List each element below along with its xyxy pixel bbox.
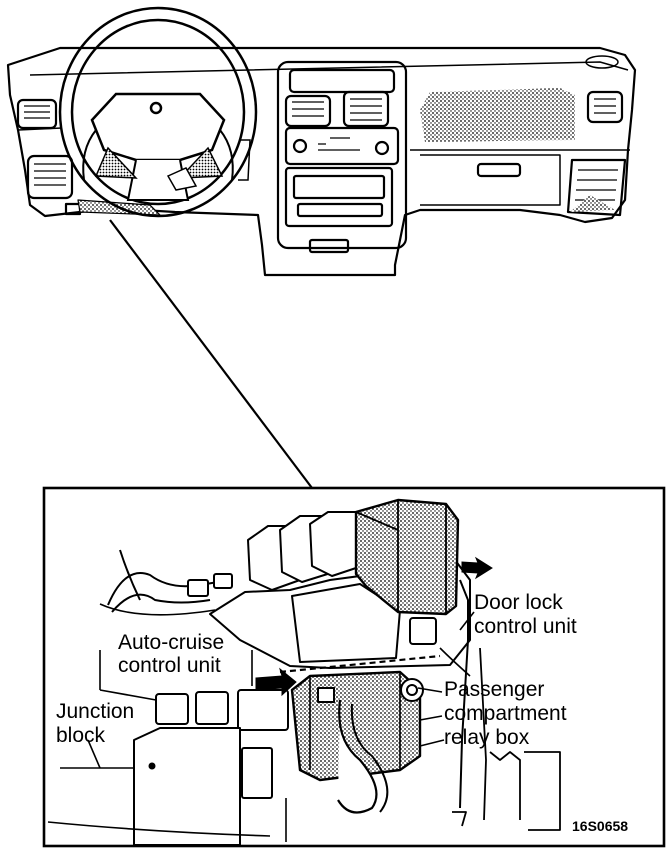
label-line: Junction [56, 700, 135, 723]
detail-illustration [47, 498, 561, 846]
label-leaders [87, 611, 475, 769]
label-line: block [56, 724, 106, 747]
relay-box-arrow-icon [255, 667, 297, 697]
door-lock-arrow-icon [461, 556, 493, 580]
label-line: relay box [444, 726, 530, 749]
junction-block-label: Junction block [56, 700, 134, 748]
label-line: control unit [118, 654, 221, 677]
figure-code: 16S0658 [572, 818, 629, 834]
leader-line [109, 219, 313, 489]
auto-cruise-control-unit-label: Auto-cruise control unit [118, 631, 224, 677]
steering-wheel [58, 6, 258, 218]
label-line: Door lock [474, 591, 563, 614]
door-lock-control-unit-label: Door lock control unit [474, 591, 577, 639]
passenger-compartment-relay-box-label: Passenger compartment relay box [444, 678, 567, 750]
label-line: compartment [444, 702, 567, 725]
label-line: Passenger [444, 678, 545, 701]
label-line: Auto-cruise [118, 631, 225, 654]
label-line: control unit [474, 615, 577, 638]
